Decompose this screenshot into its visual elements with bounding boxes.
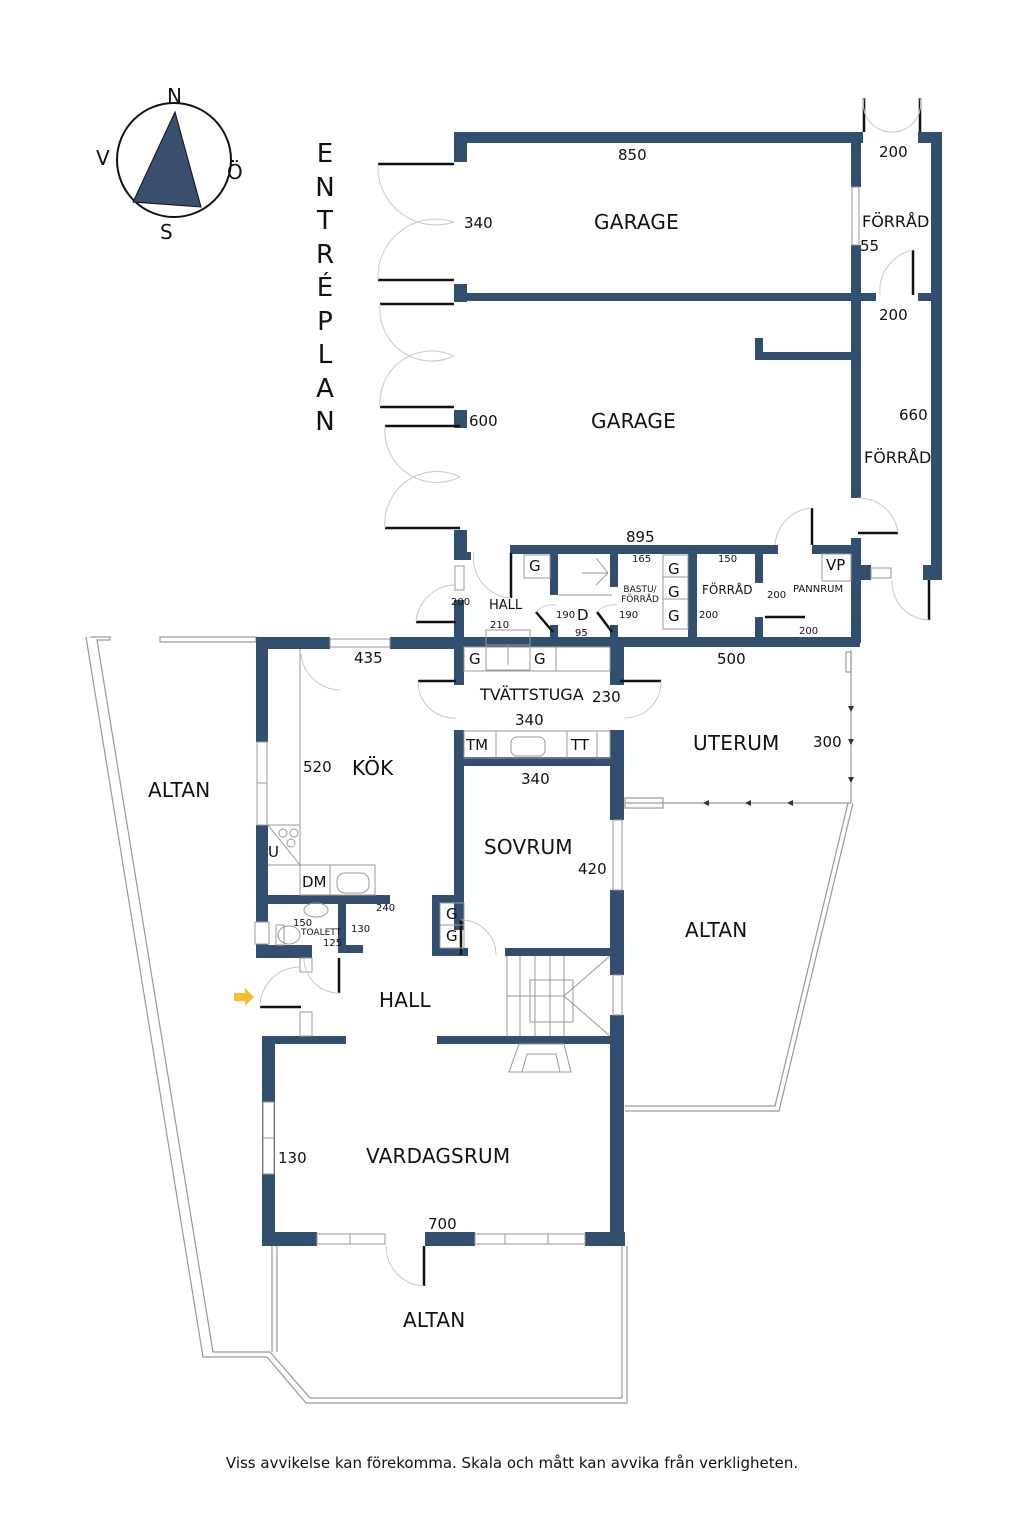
room-tvattstuga: TVÄTTSTUGA	[480, 685, 584, 704]
dim-uterum-depth: 300	[813, 733, 842, 751]
dim-uterum-width: 500	[717, 650, 746, 668]
wardrobe-label: G	[668, 560, 680, 578]
dim-hall-upper-stair: 210	[490, 620, 510, 631]
compass-east-label: Ö	[227, 160, 243, 184]
room-pannrum: PANNRUM	[793, 584, 844, 595]
dim-tvattstuga-depth: 230	[592, 688, 621, 706]
dim-forrad-e-length: 660	[899, 406, 928, 424]
equipment-dm: DM	[302, 873, 327, 891]
dim-shower-width: 95	[575, 628, 588, 639]
wardrobe-label: G	[534, 650, 546, 668]
dim-bastu-width: 165	[632, 554, 652, 565]
room-kok: KÖK	[352, 756, 394, 780]
dim-garage-2-depth: 600	[469, 412, 498, 430]
entry-arrow-icon	[234, 988, 254, 1006]
room-shower: D	[577, 606, 589, 624]
floor-letter: P	[317, 306, 333, 337]
dim-toalett-side: 130	[351, 924, 371, 935]
dim-forrad-ne-door-bottom: 200	[879, 306, 908, 324]
dim-pannrum-door-left: 200	[767, 590, 787, 601]
room-altan-south: ALTAN	[403, 1308, 466, 1332]
floor-letter: T	[317, 206, 333, 236]
dim-forrad-ne-window: 55	[860, 237, 880, 255]
room-garage-2: GARAGE	[591, 409, 676, 433]
compass-south-label: S	[160, 220, 173, 244]
windows	[254, 186, 892, 1245]
wardrobe-label: G	[668, 607, 680, 625]
compass-west-label: V	[96, 146, 110, 170]
compass	[116, 102, 232, 218]
dim-vardagsrum-width: 700	[428, 1215, 457, 1233]
dim-kok-width: 435	[354, 649, 383, 667]
floor-letter: N	[315, 172, 335, 203]
room-forrad-small: FÖRRÅD	[702, 583, 753, 597]
uterum-arrows	[703, 706, 854, 806]
dim-sovrum-width: 340	[521, 770, 550, 788]
dim-bastu-door: 190	[619, 610, 639, 621]
room-altan-west: ALTAN	[148, 778, 211, 802]
floor-letter: R	[315, 239, 335, 270]
floor-name: E N T R É P L A N	[313, 138, 337, 440]
walls	[256, 132, 942, 1246]
room-hall-lower: HALL	[379, 988, 431, 1012]
room-garage-1: GARAGE	[594, 210, 679, 234]
dim-forrad-ne-door-top: 200	[879, 143, 908, 161]
dim-vardagsrum-window: 130	[278, 1149, 307, 1167]
equipment-vp: VP	[826, 556, 846, 574]
dim-pannrum-door-bottom: 200	[799, 626, 819, 637]
dim-forrad-small-door: 200	[699, 610, 719, 621]
equipment-tm: TM	[466, 736, 489, 754]
wardrobe-label: G	[446, 927, 458, 945]
dim-shower-door: 190	[556, 610, 576, 621]
room-hall-upper: HALL	[489, 598, 523, 613]
room-bastu: BASTU/ FÖRRÅD	[620, 585, 660, 606]
equipment-tt: TT	[571, 736, 590, 754]
dim-garage-1-width: 850	[618, 146, 647, 164]
dim-forrad-small-width: 150	[718, 554, 738, 565]
dim-hall-upper-door: 200	[451, 597, 471, 608]
room-forrad-ne: FÖRRÅD	[862, 212, 930, 231]
room-toalett: TOALETT	[301, 928, 342, 938]
equipment-u: U	[268, 843, 279, 861]
room-uterum: UTERUM	[693, 731, 780, 755]
room-altan-east: ALTAN	[685, 918, 748, 942]
compass-north-label: N	[167, 84, 182, 108]
wardrobe-label: G	[469, 650, 481, 668]
fixtures	[267, 553, 852, 1073]
floor-letter: E	[316, 139, 334, 169]
floor-letter: L	[317, 340, 333, 370]
compass-needle-icon	[132, 110, 202, 208]
room-forrad-e: FÖRRÅD	[864, 448, 932, 467]
floor-letter: É	[316, 273, 334, 303]
wardrobe-label: G	[446, 905, 458, 923]
floor-letter: N	[315, 407, 335, 437]
dim-garage-1-depth: 340	[464, 214, 493, 232]
room-vardagsrum: VARDAGSRUM	[366, 1144, 511, 1168]
dim-hall-width: 240	[376, 903, 396, 914]
wardrobe-label: G	[529, 557, 541, 575]
dim-sovrum-depth: 420	[578, 860, 607, 878]
disclaimer: Viss avvikelse kan förekomma. Skala och …	[225, 1454, 799, 1472]
dim-toalett-depth: 125	[323, 938, 343, 949]
dim-tvattstuga-width: 340	[515, 711, 544, 729]
room-bastu-line1: BASTU/	[623, 585, 657, 595]
room-sovrum: SOVRUM	[484, 835, 573, 859]
room-bastu-line2: FÖRRÅD	[621, 595, 659, 606]
floor-letter: A	[316, 373, 334, 404]
doors	[259, 97, 931, 1287]
wardrobe-label: G	[668, 583, 680, 601]
dim-kok-depth: 520	[303, 758, 332, 776]
dim-toalett-width: 150	[293, 918, 313, 929]
dim-garage-2-width: 895	[626, 528, 655, 546]
